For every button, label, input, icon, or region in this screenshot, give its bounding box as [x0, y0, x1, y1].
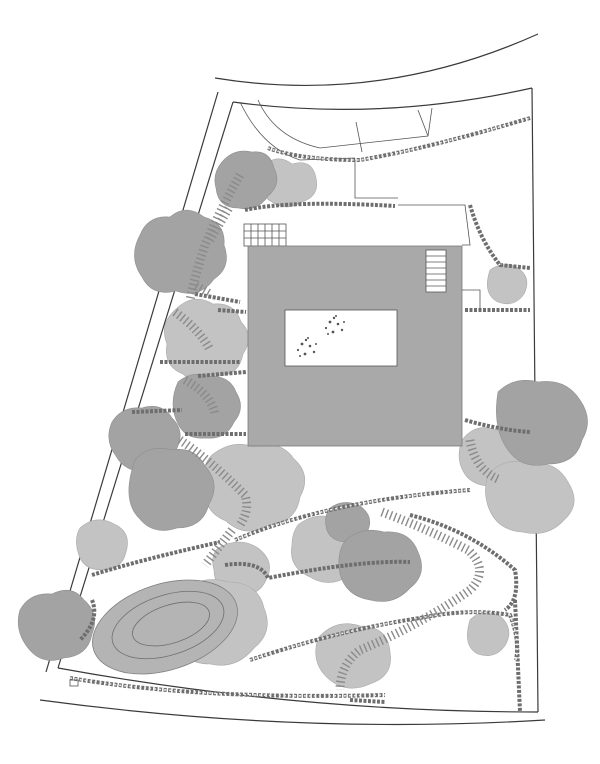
trees-dark: [17, 150, 588, 661]
gate: [69, 679, 79, 687]
entrance-drive: [239, 99, 433, 199]
paving-grid: [243, 223, 287, 247]
stairs: [172, 172, 502, 691]
courtyard: [284, 309, 398, 367]
road: [39, 33, 546, 726]
terrace-walls: [69, 116, 531, 713]
oval-pond: [92, 579, 238, 675]
